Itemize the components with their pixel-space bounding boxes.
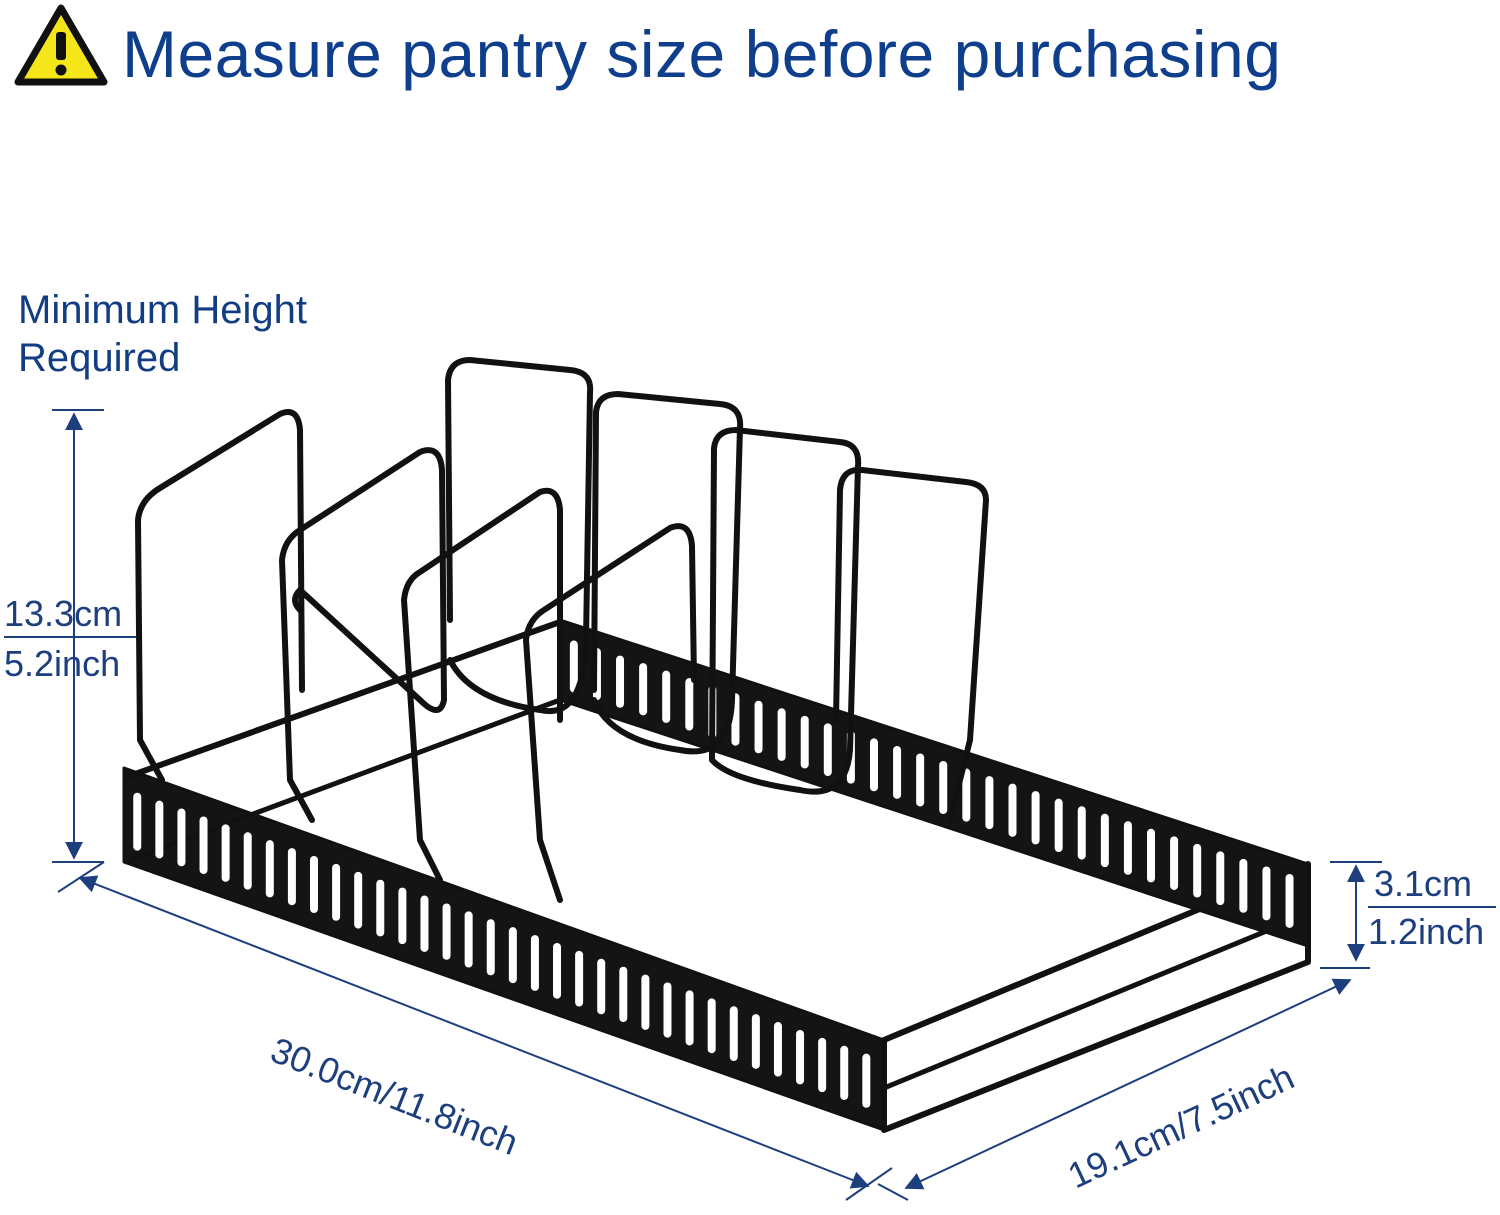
front-rail-slot-holes xyxy=(133,792,871,1108)
rail-slot xyxy=(1193,843,1202,898)
rail-slot xyxy=(287,848,296,906)
rail-slot xyxy=(1262,866,1271,921)
height-imperial-label: 5.2inch xyxy=(4,643,121,684)
rail-slot xyxy=(619,966,628,1023)
rail-slot xyxy=(575,950,584,1007)
rail-slot xyxy=(221,824,230,882)
rail-slot xyxy=(840,1045,849,1100)
rail-slot xyxy=(243,832,252,890)
side-height-metric-label: 3.1cm xyxy=(1374,863,1473,904)
rail-slot xyxy=(985,776,994,830)
rail-slot xyxy=(1239,858,1248,913)
rail-slot xyxy=(916,753,925,807)
height-fraction-line xyxy=(4,636,136,638)
rail-slot xyxy=(530,935,539,991)
rail-slot xyxy=(420,895,429,952)
divider-3 xyxy=(401,487,563,883)
divider-7 xyxy=(709,427,862,795)
rail-slot xyxy=(486,919,495,976)
rail-slot xyxy=(1147,828,1156,883)
rail-slot xyxy=(155,800,164,859)
rail-slot xyxy=(177,808,186,867)
rail-slot xyxy=(442,903,451,960)
rail-slot xyxy=(796,1029,805,1085)
rail-slot xyxy=(376,879,385,937)
rail-slot xyxy=(597,958,606,1015)
rail-slot xyxy=(1285,873,1294,928)
divider-5 xyxy=(445,357,594,715)
rail-slot xyxy=(508,927,517,984)
rail-slot xyxy=(1054,798,1063,852)
rail-slot xyxy=(641,974,650,1030)
rail-slot xyxy=(773,1022,782,1077)
rail-slot xyxy=(199,816,208,875)
rail-slot xyxy=(133,792,142,851)
rail-slot xyxy=(310,856,318,913)
rail-slot xyxy=(800,715,809,769)
rail-slot xyxy=(639,663,648,716)
rail-slot xyxy=(1100,813,1109,868)
rail-slot xyxy=(616,655,625,708)
min-height-label-line2: Required xyxy=(18,336,181,380)
rail-slot xyxy=(398,887,407,945)
rail-slot xyxy=(962,768,971,822)
height-metric-label: 13.3cm xyxy=(4,593,123,634)
rail-slot xyxy=(662,670,671,723)
rail-slot xyxy=(1216,851,1225,906)
rail-slot xyxy=(707,998,716,1054)
side-height-fraction-line xyxy=(1368,906,1496,908)
rail-slot xyxy=(751,1014,760,1069)
rail-slot xyxy=(818,1037,827,1093)
rail-slot xyxy=(685,678,694,731)
side-height-dimension-line xyxy=(1330,861,1382,962)
rail-slot xyxy=(1170,836,1179,890)
divider-4 xyxy=(523,523,697,903)
headline-text: Measure pantry size before purchasing xyxy=(122,17,1282,91)
rail-slot xyxy=(869,738,878,792)
rail-slot xyxy=(569,640,578,693)
rail-slot xyxy=(553,942,562,999)
rail-slot xyxy=(939,761,948,815)
rail-slot xyxy=(265,840,274,898)
rail-slot xyxy=(332,863,341,921)
rack-dividers xyxy=(135,357,989,903)
rail-slot xyxy=(354,871,363,929)
rail-slot xyxy=(464,911,473,968)
rail-slot xyxy=(1123,821,1132,875)
rail-slot xyxy=(862,1053,871,1108)
rail-slot xyxy=(777,708,786,761)
rail-slot xyxy=(823,723,832,777)
rail-slot xyxy=(1008,783,1017,837)
width-dimension-line xyxy=(877,967,1370,1201)
min-height-label: Minimum Height Required xyxy=(18,286,307,382)
rail-slot xyxy=(663,982,672,1038)
rail-slot xyxy=(754,700,763,754)
divider-2 xyxy=(279,447,447,823)
divider-1 xyxy=(135,409,305,783)
divider-8 xyxy=(833,466,989,823)
rail-slot xyxy=(729,1006,738,1062)
rail-slot xyxy=(1077,806,1086,860)
headline: Measure pantry size before purchasing xyxy=(0,0,1500,110)
rail-slot xyxy=(685,990,694,1046)
divider-6 xyxy=(591,391,744,755)
rail-slot xyxy=(1031,791,1040,845)
min-height-label-line1: Minimum Height xyxy=(18,288,307,332)
side-height-imperial-label: 1.2inch xyxy=(1368,911,1485,952)
rail-slot xyxy=(893,745,902,799)
warning-triangle-icon xyxy=(14,4,108,86)
length-dimension-line xyxy=(57,861,893,1201)
